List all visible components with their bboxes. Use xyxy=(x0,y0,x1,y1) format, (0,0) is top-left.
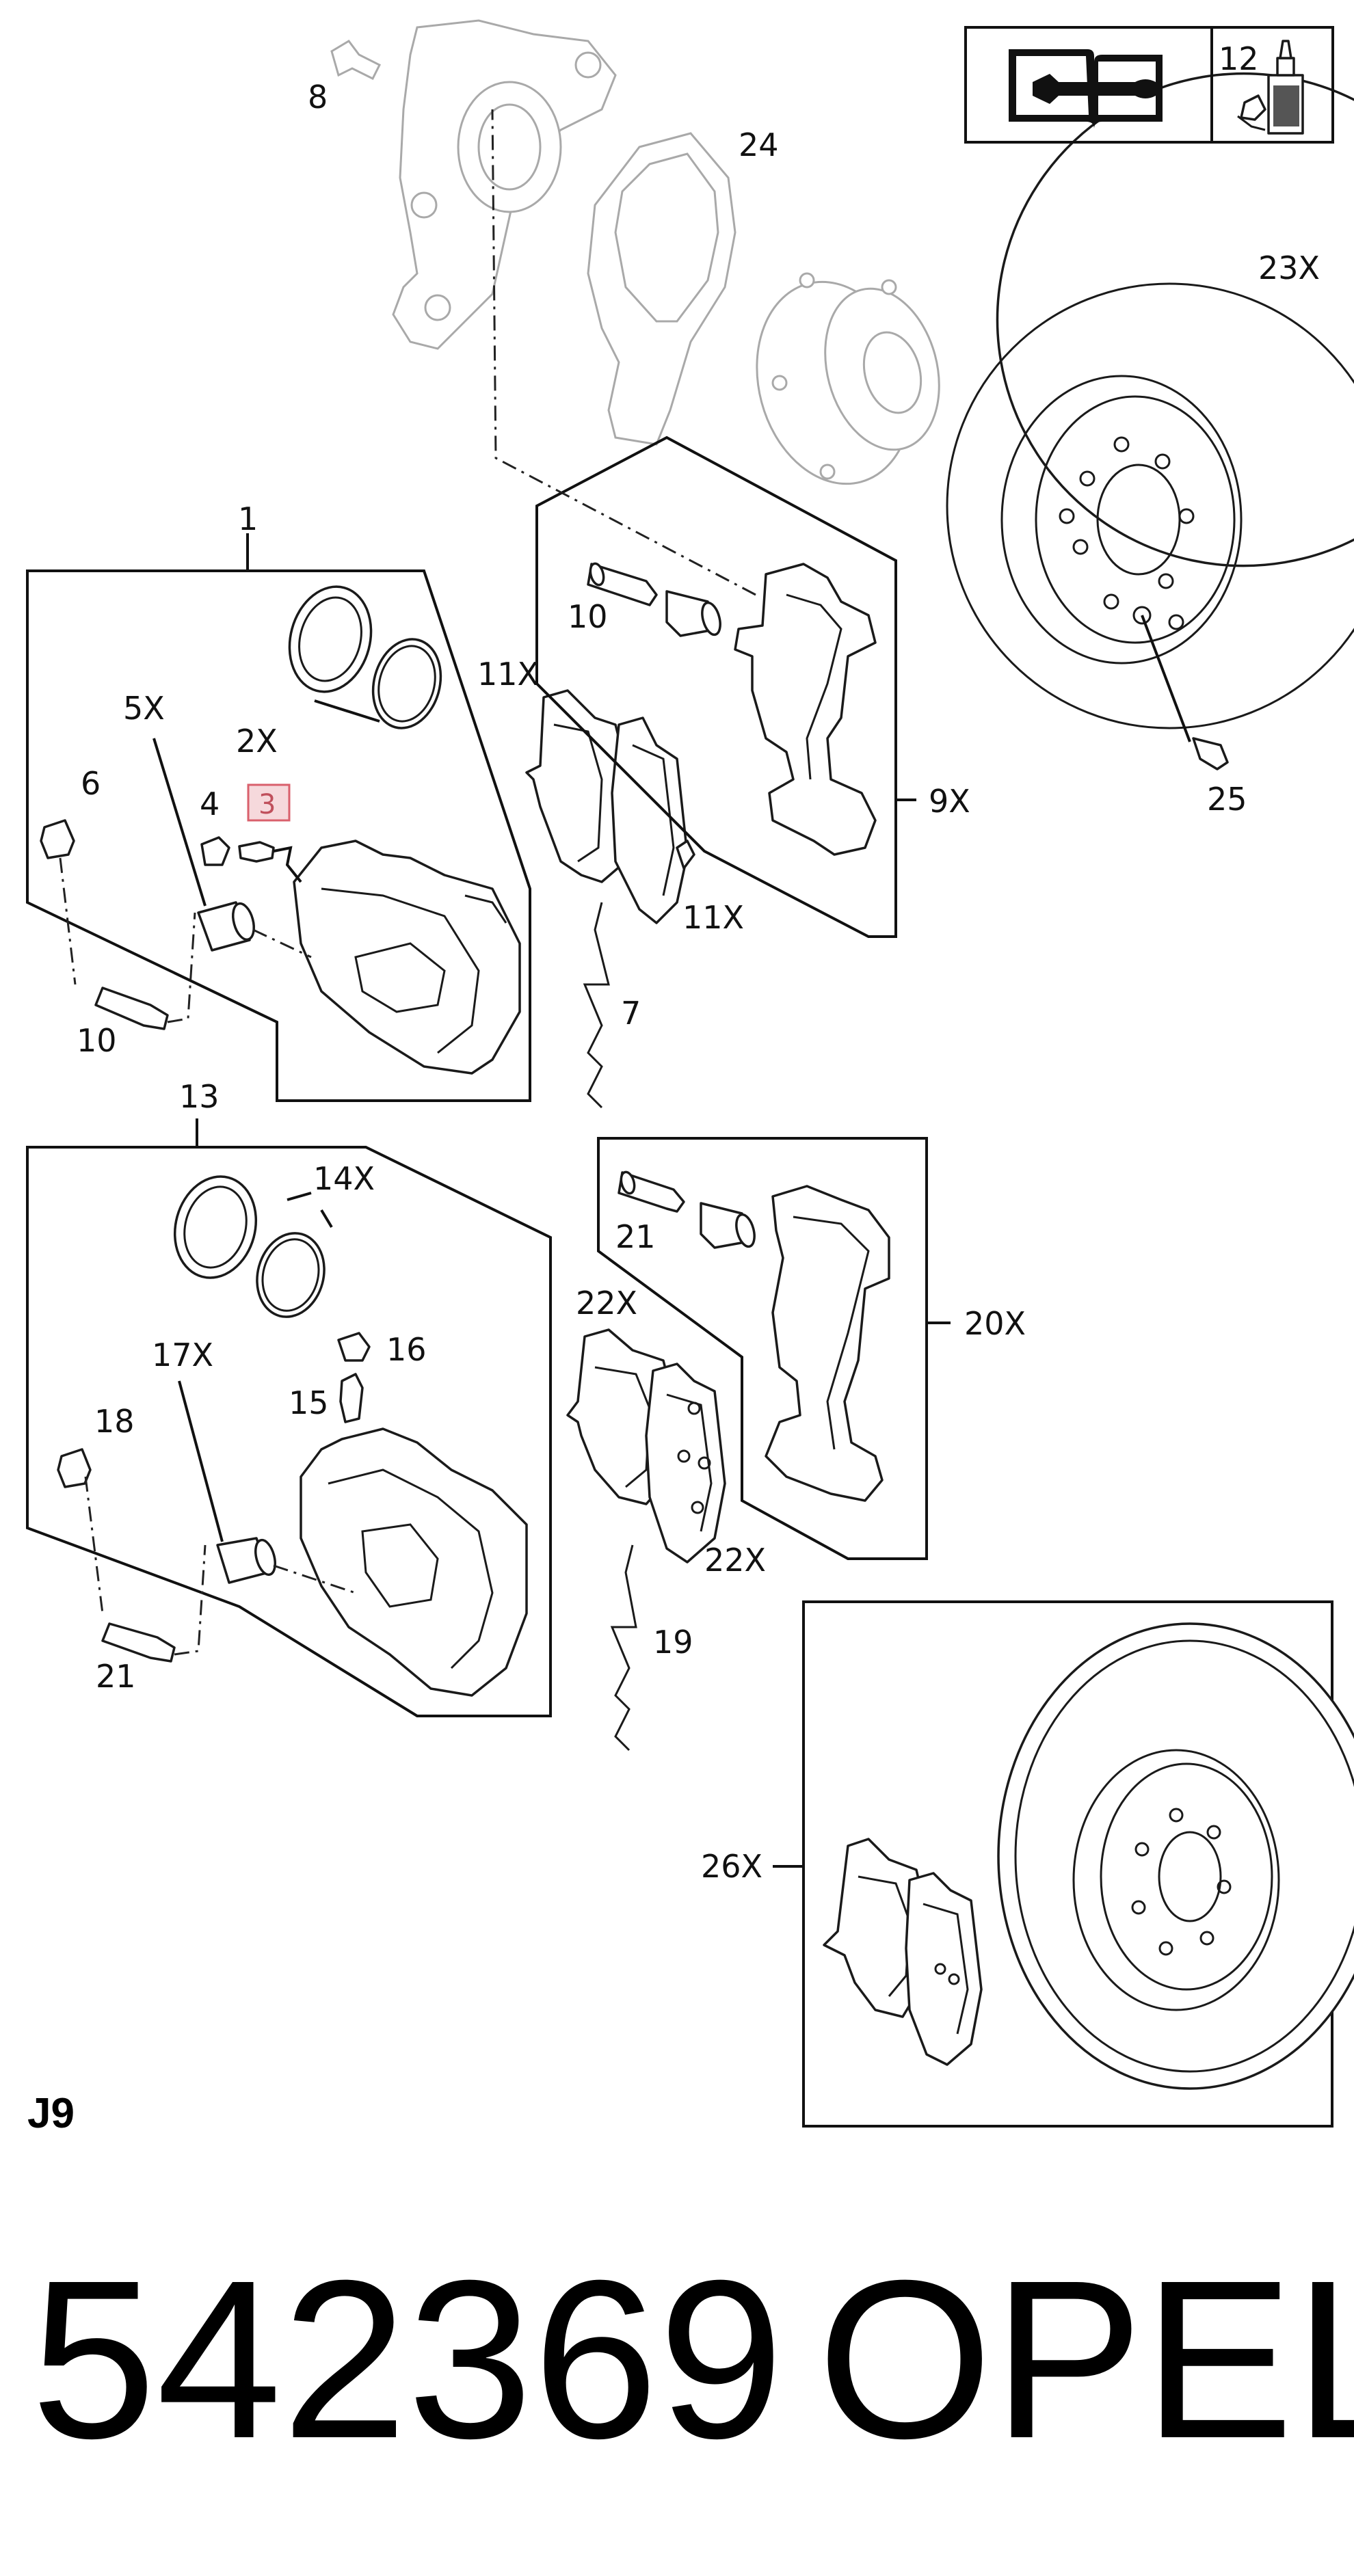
brake-pads-11x xyxy=(525,689,695,924)
gasket-24 xyxy=(587,132,736,446)
callout-11x-bottom: 11X xyxy=(682,899,744,936)
carrier-9x xyxy=(734,563,877,856)
wheel-hub xyxy=(756,272,940,485)
callout-16: 16 xyxy=(386,1331,427,1368)
sheet-code: J9 xyxy=(27,2090,75,2137)
callout-4: 4 xyxy=(200,786,220,822)
part-number: 542369 xyxy=(31,2233,784,2485)
adhesive-bottle-icon xyxy=(1237,40,1304,135)
guide-bushing-5x xyxy=(152,738,312,958)
info-icon-box xyxy=(964,26,1334,144)
callout-21b: 21 xyxy=(615,1218,656,1255)
callout-20x: 20X xyxy=(964,1305,1026,1342)
callout-24: 24 xyxy=(739,126,779,163)
guide-bushing-17x xyxy=(178,1380,356,1594)
callout-5x: 5X xyxy=(123,690,165,727)
seal-ring-14x xyxy=(173,1175,333,1318)
callout-22x-bottom: 22X xyxy=(704,1542,766,1579)
bolt-8 xyxy=(330,40,382,81)
callout-14x: 14X xyxy=(313,1160,375,1197)
callout-3: 3 xyxy=(258,789,276,820)
callout-15: 15 xyxy=(289,1384,329,1421)
group-13-frame xyxy=(26,1146,552,1717)
callout-26x: 26X xyxy=(701,1848,762,1885)
guide-pin-21a xyxy=(101,1544,207,1663)
brake-disc-23x xyxy=(946,72,1354,729)
screw-25 xyxy=(1141,615,1229,770)
callout-7: 7 xyxy=(621,995,641,1032)
carrier-20x xyxy=(765,1185,890,1502)
callout-8: 8 xyxy=(308,79,328,116)
callout-25: 25 xyxy=(1207,781,1247,818)
guide-pin-10a xyxy=(94,912,196,1030)
guide-pin-21b xyxy=(618,1170,685,1213)
caliper-1 xyxy=(293,840,521,1075)
brand-name: OPEL xyxy=(817,2233,1354,2485)
brake-disc-26x xyxy=(997,1622,1354,2090)
callout-18: 18 xyxy=(94,1403,135,1440)
brake-pads-26x xyxy=(823,1838,983,2066)
axis-line-top xyxy=(491,109,756,596)
spring-19 xyxy=(610,1544,637,1752)
group-26x-frame xyxy=(802,1600,1333,2128)
callout-6: 6 xyxy=(81,765,101,802)
callout-2x: 2X xyxy=(236,723,278,760)
plug-18 xyxy=(57,1448,104,1614)
callout-9x: 9X xyxy=(929,783,970,820)
bleed-cap-16 xyxy=(337,1332,371,1362)
repair-manual-icon xyxy=(1009,49,1163,129)
callout-13: 13 xyxy=(179,1078,220,1115)
caliper-13 xyxy=(300,1427,528,1697)
bleed-cap-4 xyxy=(200,836,230,866)
callout-21a: 21 xyxy=(96,1658,136,1695)
spring-7 xyxy=(583,902,610,1109)
callout-12: 12 xyxy=(1219,40,1259,77)
callout-10a: 10 xyxy=(77,1022,117,1059)
brake-pads-22x xyxy=(566,1328,726,1564)
steering-knuckle xyxy=(392,19,617,350)
seal-ring-2x xyxy=(288,585,442,729)
group-20x-frame xyxy=(597,1137,928,1560)
callout-11x-top: 11X xyxy=(477,656,539,693)
highlight-box-3 xyxy=(247,783,291,822)
plug-6 xyxy=(40,819,77,985)
callout-17x: 17X xyxy=(152,1337,213,1373)
callout-19: 19 xyxy=(653,1624,693,1661)
callout-10b: 10 xyxy=(568,598,608,635)
bleed-screw-15 xyxy=(339,1373,364,1423)
bleed-screw-3 xyxy=(238,841,302,883)
callout-23x: 23X xyxy=(1258,250,1320,286)
group-1-frame xyxy=(26,569,531,1102)
guide-pin-10b xyxy=(587,562,658,606)
callout-1: 1 xyxy=(238,500,258,537)
guide-bushing-21b xyxy=(700,1202,756,1249)
guide-bushing-10b xyxy=(665,590,721,637)
group-9x-frame xyxy=(535,435,897,938)
callout-22x-top: 22X xyxy=(576,1285,637,1321)
